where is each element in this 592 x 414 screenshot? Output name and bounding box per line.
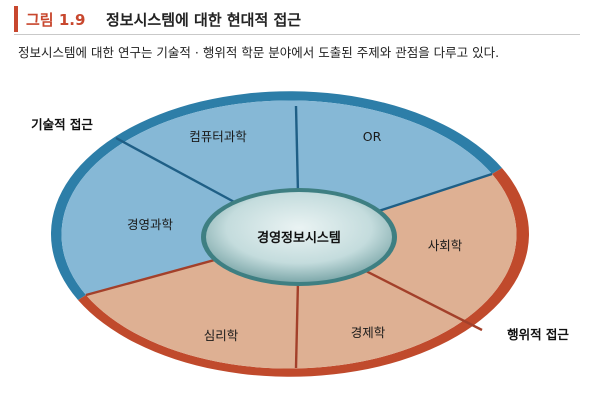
figure-accent-bar xyxy=(14,6,18,32)
center-label: 경영정보시스템 xyxy=(257,230,341,246)
segment-economics: 경제학 xyxy=(351,325,386,340)
header-rule xyxy=(14,34,580,35)
figure-caption: 정보시스템에 대한 연구는 기술적 · 행위적 학문 분야에서 도출된 주제와 … xyxy=(18,45,500,60)
center-ellipse xyxy=(206,192,392,282)
figure-header: 그림 1.9 정보시스템에 대한 현대적 접근 xyxy=(14,6,580,35)
segment-sociology: 사회학 xyxy=(428,238,463,253)
behavioral-approach-label: 행위적 접근 xyxy=(507,327,569,342)
segment-management-science: 경영과학 xyxy=(127,217,174,232)
segment-or: OR xyxy=(363,129,382,144)
segment-psychology: 심리학 xyxy=(204,328,239,343)
technical-approach-label: 기술적 접근 xyxy=(31,117,93,132)
figure-title: 정보시스템에 대한 현대적 접근 xyxy=(106,11,302,29)
figure-number: 그림 1.9 xyxy=(26,11,86,29)
segment-computer-science: 컴퓨터과학 xyxy=(189,129,247,144)
